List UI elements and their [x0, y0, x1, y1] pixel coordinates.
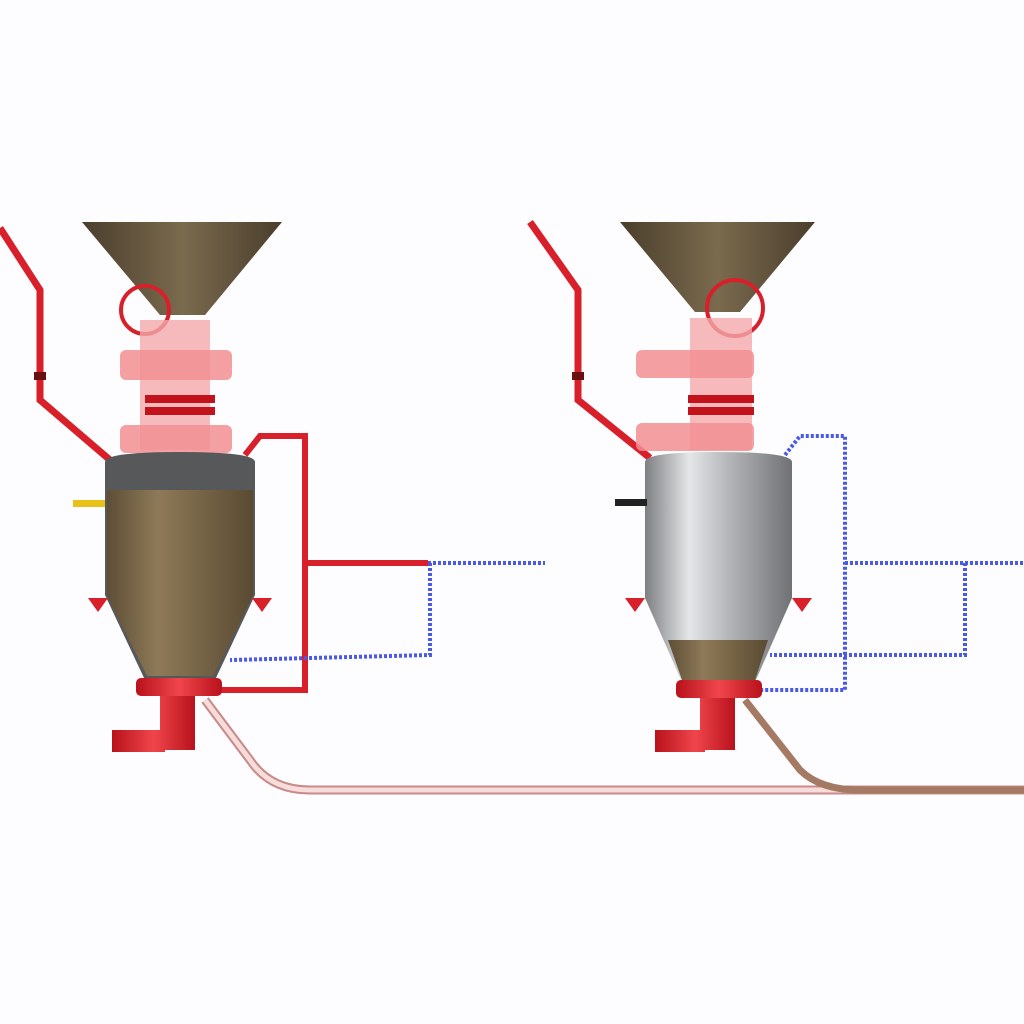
level-sensor — [73, 500, 105, 507]
material-fill — [107, 490, 253, 676]
air-supply-pipe — [0, 226, 113, 463]
vent-line — [760, 434, 1024, 692]
level-sensor — [615, 499, 647, 506]
discharge-valve — [112, 696, 195, 752]
air-supply-pipe — [527, 219, 653, 461]
discharge-valve — [655, 698, 735, 752]
vessel-unit-left — [0, 222, 545, 752]
feed-hopper — [82, 222, 282, 315]
feed-hopper — [620, 222, 815, 312]
material-fill — [668, 640, 768, 680]
vessel-unit-right — [527, 219, 1024, 752]
vessel-shell — [645, 452, 792, 682]
discharge-flange — [676, 680, 762, 698]
inlet-valve — [120, 350, 232, 380]
vent-valve — [120, 425, 232, 453]
support-bracket — [88, 598, 272, 612]
inlet-valve — [636, 350, 754, 378]
conveying-line — [201, 697, 1024, 795]
discharge-flange — [136, 678, 222, 696]
vent-valve — [636, 423, 754, 451]
support-bracket — [625, 598, 812, 612]
bypass-air-pipe — [215, 433, 428, 693]
conveying-line-material — [742, 697, 1024, 794]
vent-line — [229, 561, 545, 662]
